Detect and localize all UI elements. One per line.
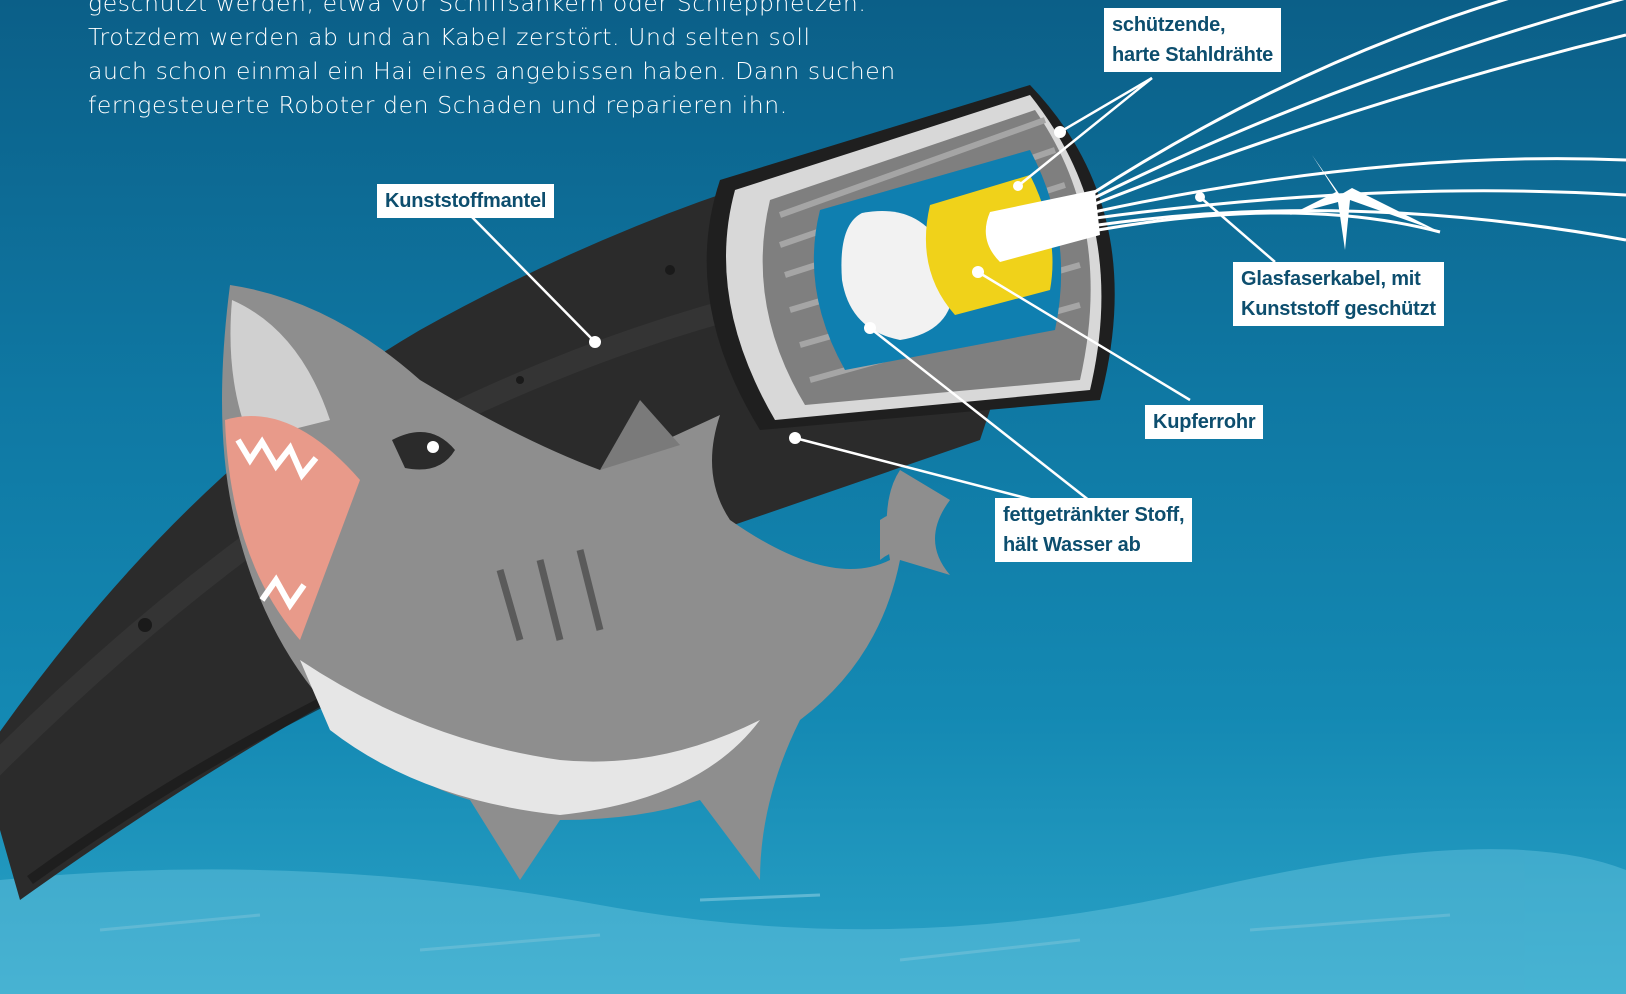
label-line: Kunststoffmantel (385, 186, 546, 216)
cable-cross-section (707, 85, 1115, 430)
label-greased-fabric: fettgetränkter Stoff, hält Wasser ab (995, 498, 1192, 562)
intro-line: auch schon einmal ein Hai eines angebiss… (88, 54, 848, 88)
label-line: schützende, (1112, 10, 1273, 40)
label-line: Kunststoff geschützt (1241, 294, 1436, 324)
intro-line: Trotzdem werden ab und an Kabel zerstört… (88, 20, 848, 54)
label-fiber-cable: Glasfaserkabel, mit Kunststoff geschützt (1233, 262, 1444, 326)
label-line: hält Wasser ab (1003, 530, 1184, 560)
label-line: Kupferrohr (1153, 407, 1255, 437)
intro-line: geschützt werden, etwa vor Schiffsankern… (88, 0, 848, 20)
seabed-shimmer (0, 849, 1626, 994)
label-copper-tube: Kupferrohr (1145, 405, 1263, 439)
label-line: fettgetränkter Stoff, (1003, 500, 1184, 530)
intro-line: ferngesteuerte Roboter den Schaden und r… (88, 88, 848, 122)
label-line: Glasfaserkabel, mit (1241, 264, 1436, 294)
label-steel-wires: schützende, harte Stahldrähte (1104, 8, 1281, 72)
intro-paragraph: geschützt werden, etwa vor Schiffsankern… (88, 0, 848, 122)
label-line: harte Stahldrähte (1112, 40, 1273, 70)
label-plastic-sheath: Kunststoffmantel (377, 184, 554, 218)
